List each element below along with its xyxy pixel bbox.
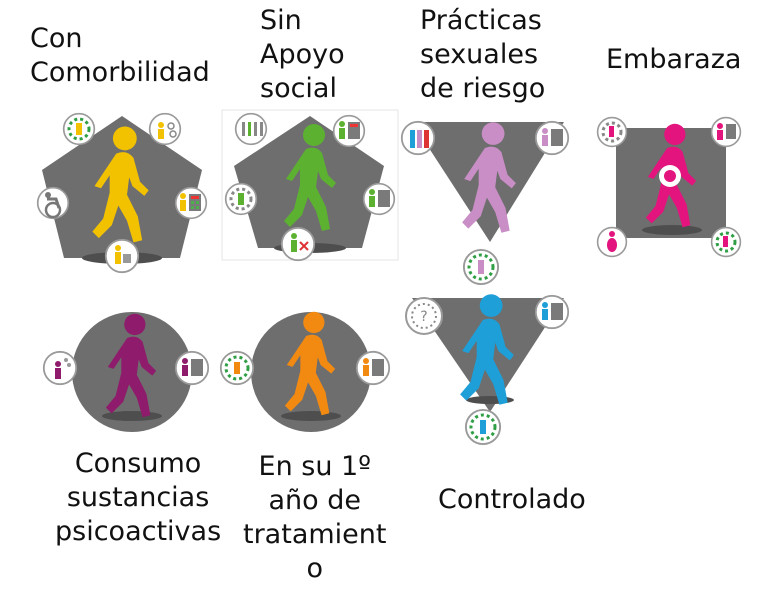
svg-text:?: ? bbox=[420, 309, 427, 325]
calculator-icon bbox=[534, 120, 570, 156]
label-primer-anio-tratamiento: En su 1º año de tratamient o bbox=[243, 451, 387, 584]
profile-primer-anio bbox=[215, 300, 395, 434]
person-cross-icon bbox=[280, 226, 316, 262]
label-consumo-sustancias: Consumo sustancias psicoactivas bbox=[55, 448, 222, 547]
label-practicas-sexuales: Prácticas sexuales de riesgo bbox=[420, 5, 546, 104]
calculator-icon bbox=[332, 114, 366, 148]
group-people-icon bbox=[234, 112, 268, 146]
question-icon: ? bbox=[405, 297, 443, 335]
pills-person-icon bbox=[148, 112, 182, 146]
calculator-person-icon bbox=[362, 182, 396, 216]
calculator-icon bbox=[355, 350, 391, 386]
pills-circle-icon bbox=[62, 112, 96, 146]
pills-circle-icon bbox=[596, 116, 628, 148]
calculator-icon bbox=[534, 294, 570, 330]
profile-practicas-sexuales bbox=[398, 112, 576, 290]
pills-circle-icon bbox=[710, 226, 742, 258]
profile-con-comorbilidad bbox=[30, 108, 215, 278]
pills-circle-icon bbox=[464, 408, 502, 446]
calculator-icon bbox=[174, 350, 210, 386]
profile-controlado: ? bbox=[398, 288, 576, 448]
pills-circle-icon bbox=[219, 350, 255, 386]
pills-circle-icon bbox=[224, 182, 258, 216]
pregnant-person-icon bbox=[596, 226, 628, 258]
profile-embarazada bbox=[596, 112, 746, 262]
calculator-icon bbox=[710, 116, 742, 148]
profile-consumo-sustancias bbox=[40, 304, 216, 434]
couple-icon bbox=[400, 120, 436, 156]
label-controlado: Controlado bbox=[438, 484, 586, 515]
label-con-comorbilidad: Con Comorbilidad bbox=[30, 23, 210, 88]
label-sin-apoyo-social: Sin Apoyo social bbox=[260, 5, 345, 104]
wheelchair-icon bbox=[36, 186, 70, 220]
profile-sin-apoyo-social bbox=[220, 108, 400, 268]
calculator-icon bbox=[174, 186, 208, 220]
label-embarazada: Embaraza bbox=[606, 44, 742, 75]
pills-circle-icon bbox=[462, 248, 500, 286]
person-bag-icon bbox=[104, 238, 140, 274]
substance-person-icon bbox=[42, 350, 78, 386]
